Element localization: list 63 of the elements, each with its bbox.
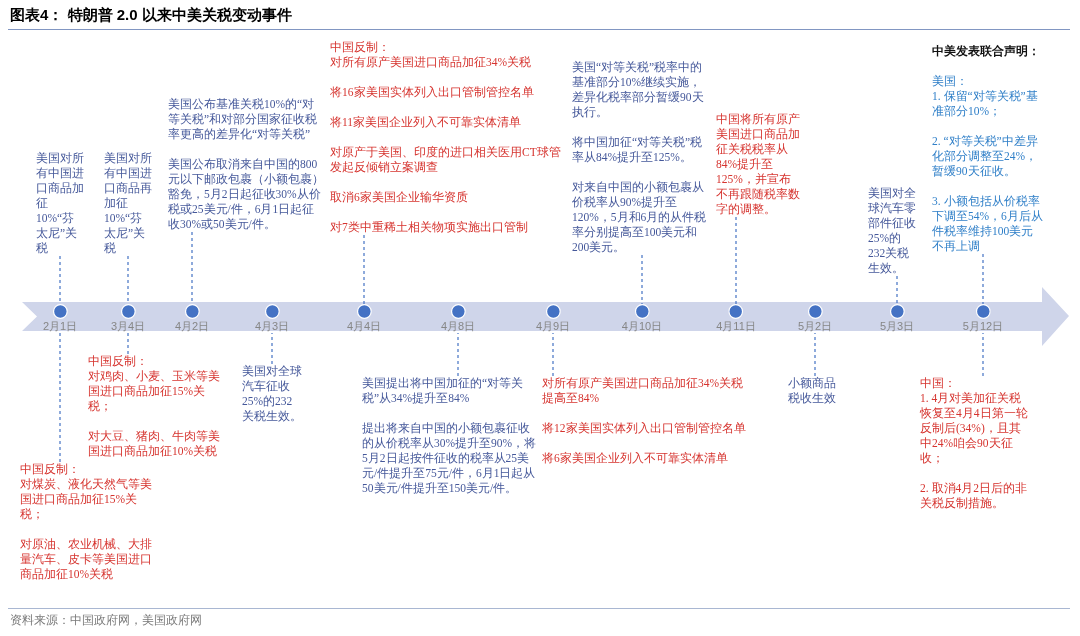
event-text: 对所有原产美国进口商品加征34%关税 bbox=[330, 55, 533, 70]
event-heading: 中国反制： bbox=[330, 40, 391, 55]
event-text: 对煤炭、液化天然气等美国进口商品加征15%关税； bbox=[20, 477, 153, 522]
leader-line bbox=[363, 234, 365, 305]
event-heading: 中国： bbox=[920, 376, 957, 391]
event-text: 2. 取消4月2日后的非关税反制措施。 bbox=[920, 481, 1028, 511]
date-label: 4月11日 bbox=[716, 320, 756, 333]
event-text: 对7类中重稀土相关物项实施出口管制 bbox=[330, 220, 529, 235]
event-text: 1. 4月对美加征关税恢复至4月4日第一轮反制后(34%)，且其中24%咱会90天征收； bbox=[920, 391, 1029, 466]
date-label: 3月4日 bbox=[110, 320, 146, 333]
date-label: 4月3日 bbox=[254, 320, 290, 333]
event-text: 提出将来自中国的小额包裹征收的从价税率从30%提升至90%，将5月2日起按件征收的税率从25美元/件提升至75元/件，6月1日起从50美元/件提升至150美元/件。 bbox=[362, 421, 538, 496]
date-label: 4月2日 bbox=[174, 320, 210, 333]
figure-title: 图表4： 特朗普 2.0 以来中美关税变动事件 bbox=[10, 5, 292, 25]
event-text: 1. 保留“对等关税”基准部分10%； bbox=[932, 89, 1039, 119]
leader-line bbox=[59, 332, 61, 463]
event-text: 3. 小额包括从价税率下调至54%，6月后从件税率维持100美元不再上调 bbox=[932, 194, 1044, 254]
event-heading: 美国： bbox=[932, 74, 969, 89]
event-text: 对大豆、猪肉、牛肉等美国进口商品加征10%关税 bbox=[88, 429, 221, 459]
date-label: 5月3日 bbox=[879, 320, 915, 333]
leader-line bbox=[127, 332, 129, 355]
date-label: 4月9日 bbox=[535, 320, 571, 333]
date-label: 5月2日 bbox=[797, 320, 833, 333]
event-text: 对所有原产美国进口商品加征34%关税提高至84% bbox=[542, 376, 745, 406]
event-text: 中国将所有原产美国进口商品加征关税税率从84%提升至125%，并宣布不再跟随税率数字的调整。 bbox=[716, 112, 801, 217]
event-text: 将12家美国实体列入出口管制管控名单 bbox=[542, 421, 747, 436]
event-text: 美国公布基准关税10%的“对等关税”和对部分国家征收税率更高的差异化“对等关税” bbox=[168, 97, 319, 142]
statement-heading: 中美发表联合声明： bbox=[932, 44, 1041, 59]
event-text: 对鸡肉、小麦、玉米等美国进口商品加征15%关税； bbox=[88, 369, 221, 414]
event-text: 美国提出将中国加征的“对等关税”从34%提升至84% bbox=[362, 376, 525, 406]
date-label: 4月8日 bbox=[440, 320, 476, 333]
event-text: 美国“对等关税”税率中的基准部分10%继续实施，差异化税率部分暂缓90天执行。 bbox=[572, 60, 705, 120]
date-label: 2月1日 bbox=[42, 320, 78, 333]
event-text: 将11家美国企业列入不可靠实体清单 bbox=[330, 115, 523, 130]
date-label: 4月4日 bbox=[346, 320, 382, 333]
event-text: 将中国加征“对等关税”税率从84%提升至125%。 bbox=[572, 135, 704, 165]
event-text: 对原产于美国、印度的进口相关医用CT球管发起反倾销立案调查 bbox=[330, 145, 562, 175]
event-text: 美国对所有中国进口商品再加征10%“芬太尼”关税 bbox=[104, 151, 153, 256]
event-text: 2. “对等关税”中差异化部分调整至24%，暂缓90天征收。 bbox=[932, 134, 1039, 179]
event-text: 美国对所有中国进口商品加征10%“芬太尼”关税 bbox=[36, 151, 85, 256]
event-text: 美国对全球汽车零部件征收25%的232关税生效。 bbox=[868, 186, 917, 276]
event-text: 对来自中国的小额包裹从价税率从90%提升至120%，5月和6月的从件税率分别提高至100美元和200美元。 bbox=[572, 180, 708, 255]
leader-line bbox=[552, 332, 554, 377]
leader-line bbox=[814, 332, 816, 377]
leader-line bbox=[457, 332, 459, 377]
event-text: 取消6家美国企业输华资质 bbox=[330, 190, 469, 205]
event-heading: 中国反制： bbox=[20, 462, 81, 477]
event-heading: 中国反制： bbox=[88, 354, 149, 369]
leader-line bbox=[896, 275, 898, 305]
leader-line bbox=[735, 216, 737, 305]
event-text: 美国对全球汽车征收25%的232关税生效。 bbox=[242, 364, 303, 424]
source-note: 资料来源：中国政府网，美国政府网 bbox=[10, 612, 202, 628]
event-text: 将6家美国企业列入不可靠实体清单 bbox=[542, 451, 729, 466]
date-label: 4月10日 bbox=[621, 320, 663, 333]
leader-line bbox=[271, 332, 273, 365]
leader-line bbox=[982, 253, 984, 305]
date-label: 5月12日 bbox=[962, 320, 1004, 333]
event-text: 将16家美国实体列入出口管制管控名单 bbox=[330, 85, 535, 100]
event-text: 美国公布取消来自中国的800元以下邮政包裹（小额包裹）豁免，5月2日起征收30%从价税或25美元/件，6月1日起征收30%或50美元/件。 bbox=[168, 157, 324, 232]
leader-line bbox=[641, 254, 643, 305]
leader-line bbox=[982, 332, 984, 377]
event-text: 小额商品税收生效 bbox=[788, 376, 837, 406]
event-text: 对原油、农业机械、大排量汽车、皮卡等美国进口商品加征10%关税 bbox=[20, 537, 153, 582]
